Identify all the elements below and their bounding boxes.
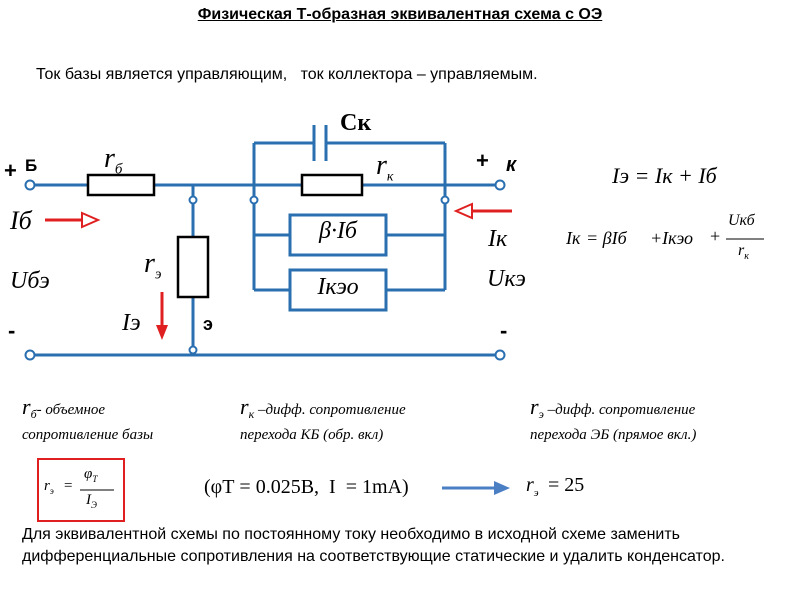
plus-left: + [4,158,17,183]
base-current-label: Iб [10,206,32,235]
collector-eq-rhs2: +Iкэо [650,228,694,248]
current-arrows [45,202,512,340]
capacitor-label: Ск [340,110,372,136]
plus-right: + [476,148,489,173]
terminal-bottom-left [24,349,36,361]
voltage-ce-label: Uкэ [487,266,526,292]
collector-eq-numerator: Uкб [728,212,755,229]
emitter-node-label: э [203,314,213,334]
resistor-re [176,235,210,299]
collector-node-label: к [506,154,517,176]
result-arrow [494,481,510,495]
page-title: Физическая Т-образная эквивалентная схем… [197,6,603,23]
re-formula-den: IЭ [86,492,97,510]
leakage-source-box [288,268,388,312]
node-3 [440,195,450,205]
collector-eq-lhs: Iк [566,228,581,248]
result-value: = 25 [548,474,585,496]
capacitor [312,125,328,161]
re-label: rэ [144,248,162,283]
re-formula-num: φT [84,466,98,484]
minus-left: - [8,318,16,343]
resistor-rk [300,173,364,197]
emitter-current-arrow [156,325,168,340]
current-source-label: β·Iб [318,218,357,244]
re-formula-box [37,458,125,522]
kirchhoff-equation: Iэ = Iк + Iб [612,163,717,188]
emitter-current-label: Iэ [122,310,141,336]
current-source-box [288,213,388,257]
node-4 [188,345,198,355]
voltage-be-label: Uбэ [10,268,50,294]
bottom-paragraph: Для эквивалентной схемы по постоянному т… [22,526,725,565]
collector-eq-rhs1: = βIб [586,228,627,248]
collector-eq-denominator: rк [738,242,749,263]
subtitle: Ток базы является управляющим, ток колле… [36,66,538,83]
base-node-label: Б [25,156,38,175]
result-symbol: rэ [526,474,539,499]
node-1 [188,195,198,205]
terminal-collector [494,179,506,191]
minus-right: - [500,318,508,343]
collector-current-label: Iк [488,226,508,252]
conditions: (φТ = 0.025В, I = 1mA) [204,476,409,498]
leakage-source-label: Iкэо [317,274,359,300]
rk-label: rк [376,150,394,185]
re-formula-eq: = [64,478,73,494]
terminal-base [24,179,36,191]
terminals [24,179,506,361]
rb-label: rб [104,143,123,178]
terminal-bottom-right [494,349,506,361]
re-formula-lhs: rэ [44,478,54,496]
base-current-arrow [81,211,101,229]
collector-eq-plus: + [710,226,721,246]
resistor-rb [86,173,156,197]
collector-current-arrow [453,202,473,220]
node-2 [249,195,259,205]
